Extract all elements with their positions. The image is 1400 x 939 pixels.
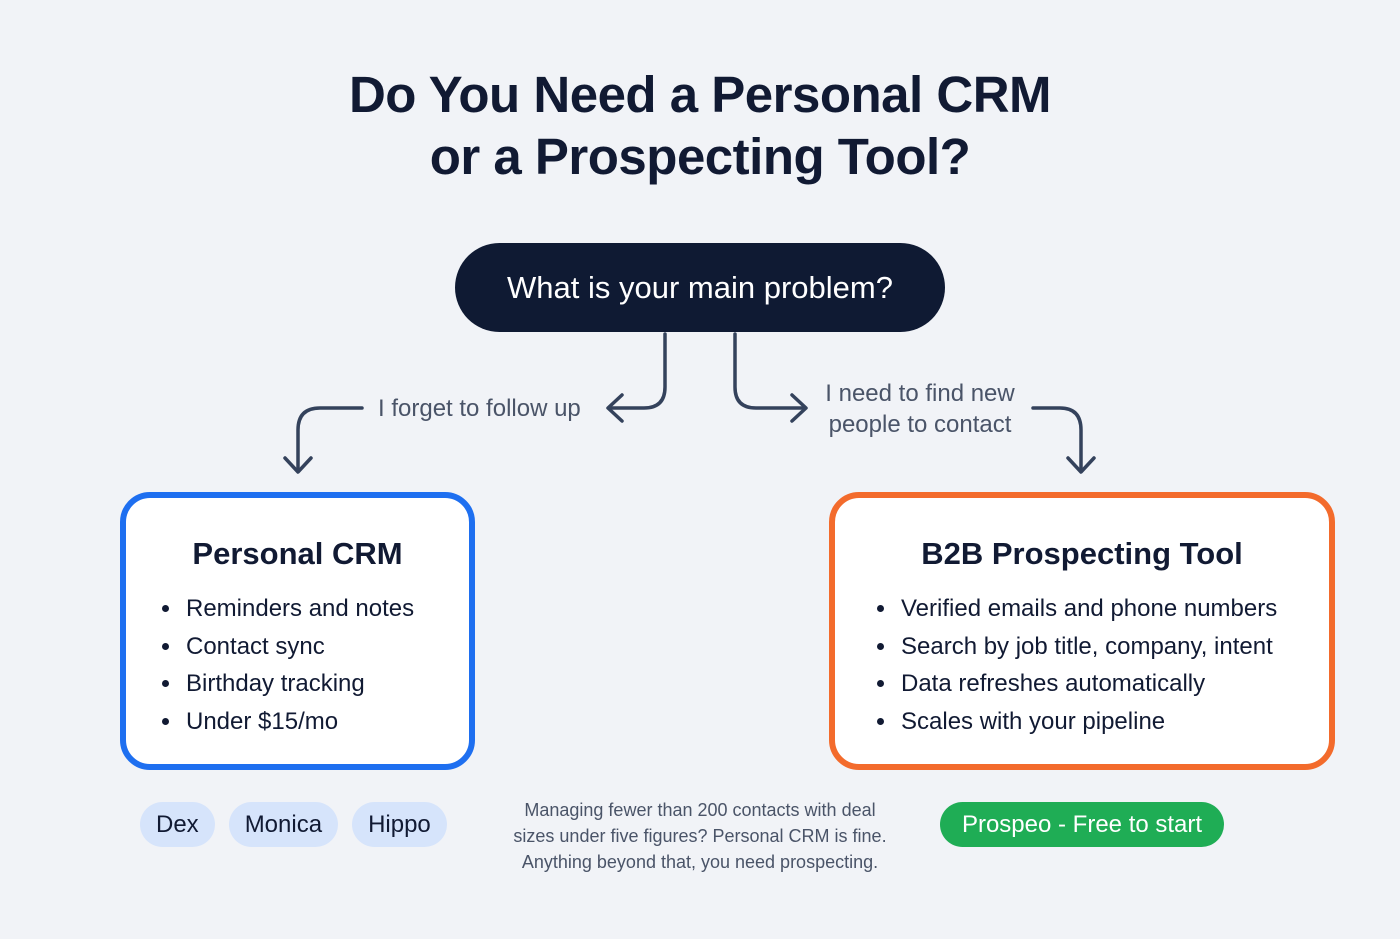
arrow-right-branch-icon <box>733 332 806 410</box>
title-line-1: Do You Need a Personal CRM <box>348 66 1052 123</box>
card-title: Personal CRM <box>192 536 403 571</box>
bullet-icon <box>162 680 169 688</box>
list-item: Search by job title, company, intent <box>877 628 1329 666</box>
list-item: Reminders and notes <box>162 590 469 628</box>
branch-label-follow-up: I forget to follow up <box>378 395 581 422</box>
bullet-icon <box>877 680 884 688</box>
tool-pill-monica[interactable]: Monica <box>228 802 339 847</box>
bullet-icon <box>162 642 169 650</box>
prospecting-tool-card: B2B Prospecting Tool Verified emails and… <box>829 492 1335 770</box>
list-item: Verified emails and phone numbers <box>877 590 1329 628</box>
bullet-icon <box>162 717 169 725</box>
prospeo-cta-button[interactable]: Prospeo - Free to start <box>940 802 1224 847</box>
title-line-2: or a Prospecting Tool? <box>429 128 971 185</box>
list-item: Data refreshes automatically <box>877 665 1329 703</box>
personal-crm-tools: Dex Monica Hippo <box>140 802 447 847</box>
question-node: What is your main problem? <box>455 243 945 332</box>
bullet-icon <box>877 717 884 725</box>
bullet-icon <box>877 642 884 650</box>
branch-label-find-people: I need to find new people to contact <box>822 378 1018 440</box>
arrow-down-right-icon <box>1031 406 1083 473</box>
card-title: B2B Prospecting Tool <box>921 536 1243 571</box>
bullet-icon <box>162 605 169 613</box>
tool-pill-dex[interactable]: Dex <box>140 802 215 847</box>
guidance-note: Managing fewer than 200 contacts with de… <box>500 797 900 875</box>
list-item: Contact sync <box>162 628 469 666</box>
note-line-3: Anything beyond that, you need prospecti… <box>521 852 879 872</box>
feature-list: Reminders and notes Contact sync Birthda… <box>126 590 469 740</box>
note-line-2: sizes under five figures? Personal CRM i… <box>513 826 887 846</box>
tool-pill-hippo[interactable]: Hippo <box>352 802 447 847</box>
page-title: Do You Need a Personal CRM or a Prospect… <box>0 64 1400 188</box>
list-item: Birthday tracking <box>162 665 469 703</box>
feature-list: Verified emails and phone numbers Search… <box>835 590 1329 740</box>
branch-label-line-2: people to contact <box>828 411 1012 438</box>
list-item: Under $15/mo <box>162 703 469 741</box>
arrow-down-left-icon <box>296 406 364 473</box>
personal-crm-card: Personal CRM Reminders and notes Contact… <box>120 492 475 770</box>
arrow-left-branch-icon <box>608 332 667 410</box>
list-item: Scales with your pipeline <box>877 703 1329 741</box>
branch-label-line-1: I need to find new <box>825 380 1015 407</box>
question-label: What is your main problem? <box>507 269 893 305</box>
bullet-icon <box>877 605 884 613</box>
note-line-1: Managing fewer than 200 contacts with de… <box>524 800 876 820</box>
